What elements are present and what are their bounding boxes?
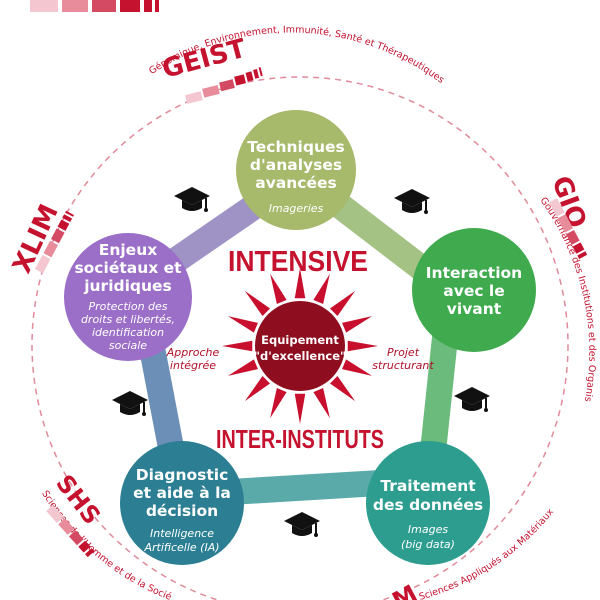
circle-shape <box>366 441 490 565</box>
circle-techniques: Techniques d'analyses avancées Imageries <box>236 110 356 230</box>
sun-ray <box>347 340 378 352</box>
circle-title: avancées <box>255 174 337 192</box>
circle-title: vivant <box>447 300 502 318</box>
circle-diagnostic: Diagnostic et aide à la décision Intelli… <box>120 441 244 565</box>
circle-shape <box>236 110 356 230</box>
label-projet: structurant <box>372 359 434 372</box>
circle-subtitle: Artificelle (IA) <box>143 541 219 554</box>
sun-ray <box>313 388 330 419</box>
label-approche: intégrée <box>170 359 216 372</box>
circle-title: avec le <box>443 282 505 300</box>
sun-ray <box>270 273 287 304</box>
circle-subtitle: sociale <box>109 339 147 352</box>
sun-ray <box>227 359 258 376</box>
circle-title: d'analyses <box>250 156 342 174</box>
sun-ray <box>222 340 253 352</box>
sun-core <box>255 301 345 391</box>
circle-title: Traitement <box>380 477 476 495</box>
graduation-cap-icon <box>453 386 491 413</box>
sun-ray <box>294 393 306 424</box>
sun-ray <box>244 290 270 316</box>
sun-ray <box>330 376 356 402</box>
graduation-cap-icon <box>283 511 321 538</box>
sun-ray <box>342 316 373 333</box>
circle-subtitle: Imageries <box>269 202 324 215</box>
circle-title: décision <box>146 502 218 520</box>
sun-ray <box>342 359 373 376</box>
sun-icon <box>222 268 378 424</box>
circle-title: Diagnostic <box>136 466 229 484</box>
circle-subtitle: Protection des <box>88 300 167 313</box>
circle-subtitle: identification <box>92 326 164 339</box>
institute-geist: GEIST Génomique, Environnement, Immunité… <box>147 24 446 104</box>
circle-title: Interaction <box>426 264 522 282</box>
circle-title: des données <box>373 496 483 514</box>
circle-shape <box>64 233 192 361</box>
core-label: Equipement <box>261 333 339 347</box>
circle-subtitle: Intelligence <box>150 527 214 540</box>
graduation-cap-icon <box>111 390 149 417</box>
circle-traitement: Traitement des données Images (big data) <box>366 441 490 565</box>
circle-title: et aide à la <box>133 484 231 502</box>
sun-ray <box>313 273 330 304</box>
outer-ring <box>31 76 569 600</box>
sun-ray <box>330 290 356 316</box>
label-projet: Projet <box>387 346 420 359</box>
circle-subtitle: droits et libertés, <box>81 313 175 326</box>
circle-enjeux: Enjeux sociétaux et juridiques Protectio… <box>64 233 192 361</box>
sun-ray <box>294 268 306 299</box>
graduation-cap-icon <box>393 188 431 215</box>
circle-title: Enjeux <box>99 241 157 259</box>
word-intensive: INTENSIVE <box>228 246 368 278</box>
sun-ray <box>244 376 270 402</box>
circle-shape <box>120 441 244 565</box>
core-label: "d'excellence" <box>254 349 346 363</box>
circle-interaction: Interaction avec le vivant <box>412 228 536 352</box>
circle-title: Techniques <box>247 138 344 156</box>
sam-name: M <box>388 579 422 600</box>
graduation-cap-icon <box>173 186 211 213</box>
circle-subtitle: (big data) <box>401 538 455 551</box>
circle-subtitle: Images <box>408 523 448 536</box>
top-decoration <box>30 0 159 12</box>
word-inter-instituts: INTER-INSTITUTS <box>216 424 384 454</box>
sun-ray <box>270 388 287 419</box>
circle-title: juridiques <box>83 277 172 295</box>
sun-ray <box>227 316 258 333</box>
circle-title: sociétaux et <box>74 259 182 277</box>
label-approche: Approche <box>166 346 220 359</box>
institute-xlim: XLIM <box>7 200 74 278</box>
circle-shape <box>412 228 536 352</box>
